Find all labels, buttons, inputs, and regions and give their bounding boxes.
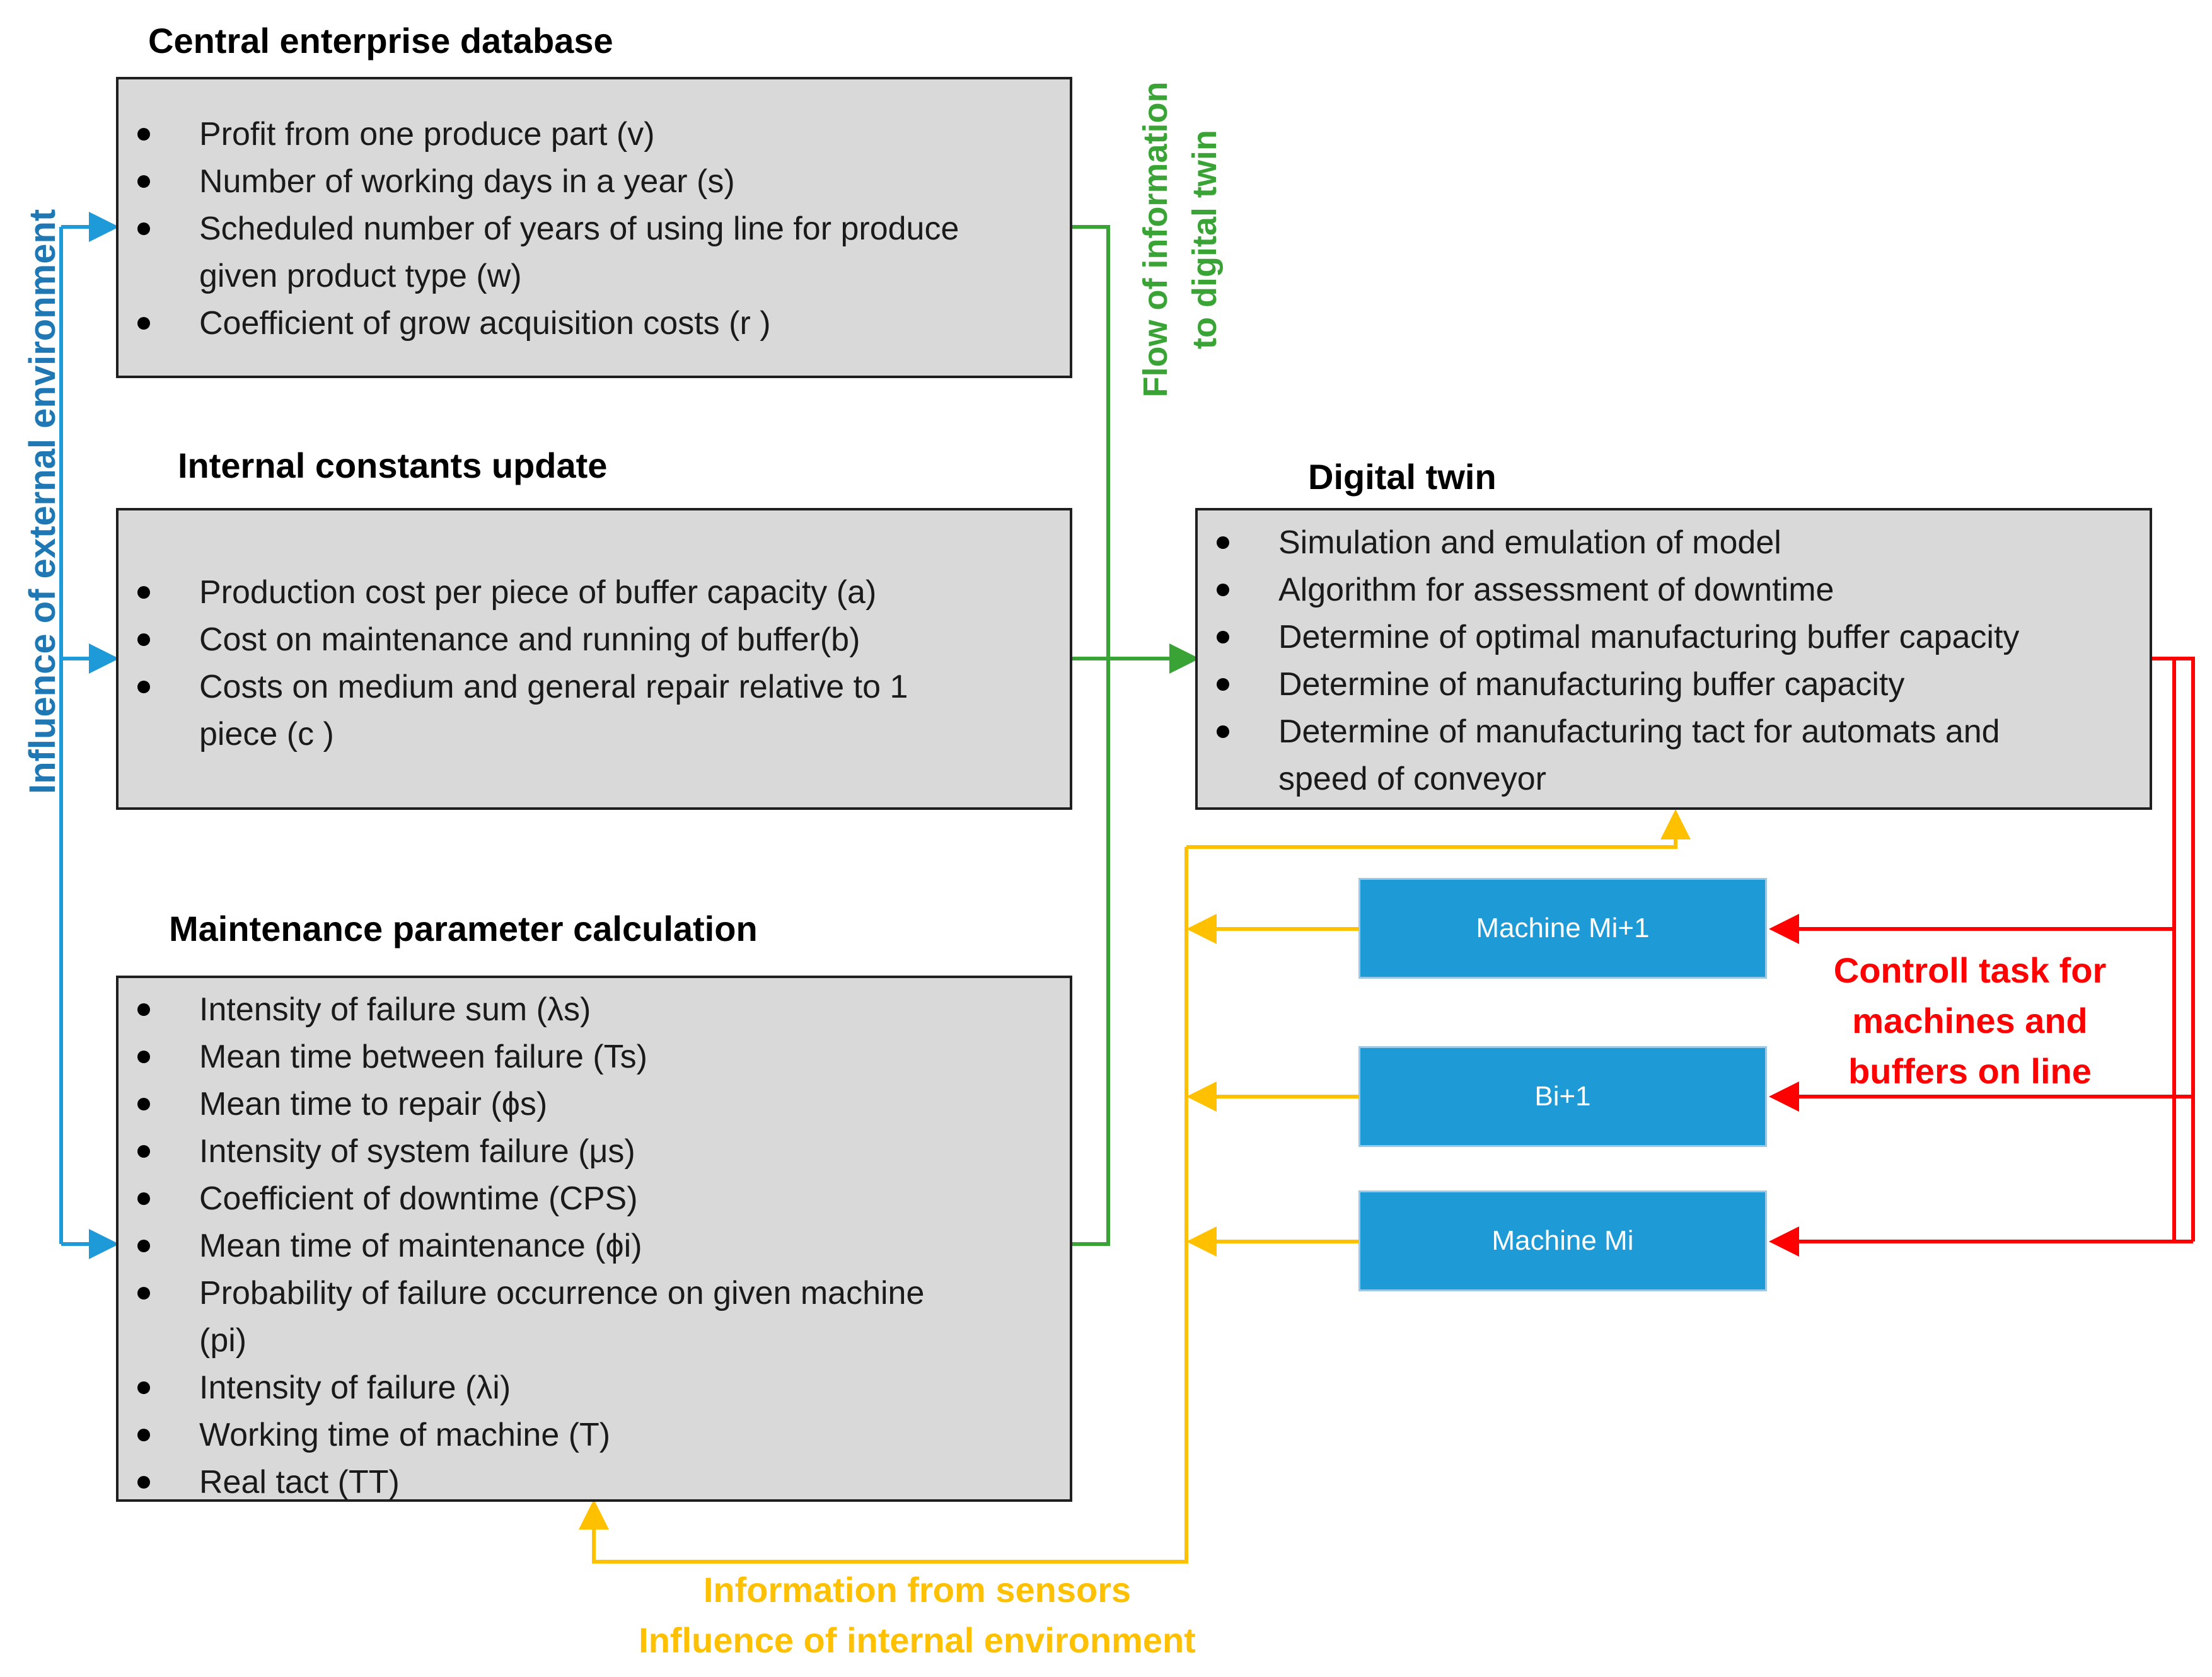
central-database-title: Central enterprise database [148, 21, 613, 61]
list-item: Intensity of system failure (μs) [119, 1128, 1070, 1175]
list-item: Determine of manufacturing buffer capaci… [1198, 661, 2150, 708]
list-item: Algorithm for assessment of downtime [1198, 567, 2150, 614]
list-item: Intensity of failure (λi) [119, 1364, 1070, 1412]
control-task-connector [1769, 657, 2195, 1257]
digital-twin-title: Digital twin [1308, 457, 1497, 497]
external-environment-label: Influence of external environment [22, 209, 63, 794]
list-item: Determine of manufacturing tact for auto… [1198, 708, 2150, 756]
list-item: Determine of optimal manufacturing buffe… [1198, 614, 2150, 661]
list-item: Working time of machine (T) [119, 1412, 1070, 1459]
maintenance-panel: Intensity of failure sum (λs) Mean time … [116, 976, 1072, 1502]
central-database-panel: Profit from one produce part (v) Number … [116, 77, 1072, 378]
internal-constants-panel: Production cost per piece of buffer capa… [116, 508, 1072, 810]
list-item: Real tact (TT) [119, 1459, 1070, 1506]
list-item: Mean time of maintenance (ϕi) [119, 1223, 1070, 1270]
internal-constants-title: Internal constants update [178, 446, 608, 485]
list-item-continuation: (pi) [199, 1322, 247, 1359]
digital-twin-panel: Simulation and emulation of model Algori… [1195, 508, 2152, 810]
information-flow-label-line2: to digital twin [1186, 130, 1224, 349]
sensor-label-line1: Information from sensors [703, 1570, 1132, 1610]
machine-mi-plus-1: Machine Mi+1 [1358, 878, 1767, 979]
sensor-information-label: Information from sensors Influence of in… [586, 1565, 1248, 1666]
list-item: Costs on medium and general repair relat… [119, 664, 1070, 711]
list-item: Mean time to repair (ϕs) [119, 1081, 1070, 1128]
list-item-continuation: speed of conveyor [1278, 761, 1546, 797]
maintenance-title: Maintenance parameter calculation [169, 909, 758, 948]
list-item: Probability of failure occurrence on giv… [119, 1270, 1070, 1317]
list-item: Mean time between failure (Ts) [119, 1034, 1070, 1081]
list-item: Simulation and emulation of model [1198, 519, 2150, 567]
information-flow-label: Flow of information to digital twin [1131, 63, 1225, 416]
list-item: Coefficient of grow acquisition costs (r… [119, 300, 1070, 347]
information-flow-label-line1: Flow of information [1137, 81, 1174, 398]
list-item: Production cost per piece of buffer capa… [119, 569, 1070, 616]
list-item-continuation: piece (c ) [199, 716, 334, 752]
control-task-line3: buffers on line [1848, 1051, 2092, 1091]
control-task-line2: machines and [1852, 1001, 2088, 1040]
buffer-bi-plus-1: Bi+1 [1358, 1046, 1767, 1147]
information-flow-connector [1071, 225, 1200, 1246]
list-item: Scheduled number of years of using line … [119, 205, 1070, 253]
list-item: Profit from one produce part (v) [119, 111, 1070, 158]
list-item-continuation: given product type (w) [199, 258, 522, 294]
sensor-label-line2: Influence of internal environment [639, 1620, 1196, 1660]
control-task-line1: Controll task for [1833, 950, 2107, 990]
list-item: Cost on maintenance and running of buffe… [119, 616, 1070, 664]
list-item: Coefficient of downtime (CPS) [119, 1175, 1070, 1223]
list-item: Intensity of failure sum (λs) [119, 986, 1070, 1034]
external-influence-connector [59, 212, 119, 1259]
sensor-feedback-connector [579, 809, 1691, 1564]
control-task-label: Controll task for machines and buffers o… [1812, 945, 2128, 1097]
list-item: Number of working days in a year (s) [119, 158, 1070, 205]
machine-mi: Machine Mi [1358, 1190, 1767, 1291]
